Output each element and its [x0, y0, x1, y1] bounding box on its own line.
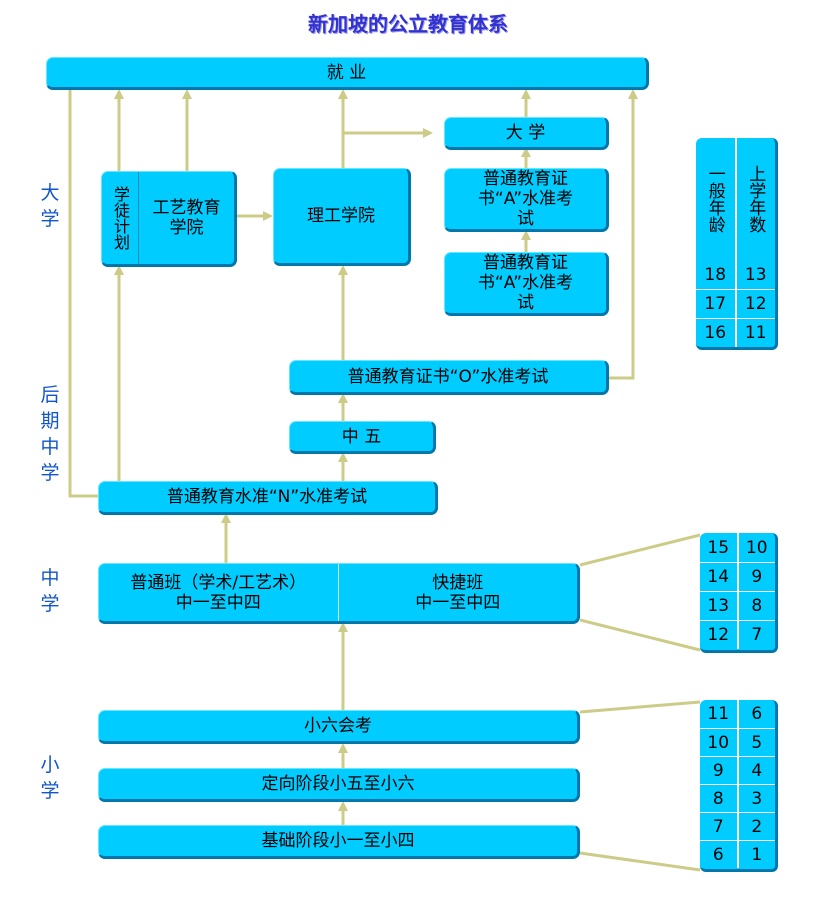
age-cell: 15 [707, 537, 730, 558]
o-level-box: 普通教育证书“O”水准考试 [289, 360, 609, 395]
title-text: 新加坡的公立教育体系 [308, 12, 508, 36]
secondary-divider [337, 564, 339, 621]
age-cell: 11 [707, 704, 730, 724]
psle-box: 小六会考 [98, 710, 580, 744]
orientation-label: 定向阶段小五至小六 [261, 774, 415, 794]
ite-cell: 工艺教育学院 [139, 172, 234, 264]
fan-primary-top [579, 700, 701, 714]
age-cell: 12 [707, 625, 730, 645]
normal-stream-sub: 中一至中四 [175, 592, 261, 613]
years-cell: 8 [736, 592, 776, 620]
a-level-label-1: 普通教育证书“A”水准考试 [477, 169, 574, 229]
express-stream-cell: 快捷班 中一至中四 [339, 564, 578, 621]
fan-secondary-bottom [579, 618, 701, 652]
foundation-label: 基础阶段小一至小四 [261, 831, 415, 851]
years-cell: 4 [736, 757, 776, 784]
age-cell: 17 [704, 294, 727, 314]
age-row: 14 9 [700, 562, 775, 591]
age-cell: 14 [707, 567, 730, 587]
years-cell: 10 [736, 533, 776, 562]
foundation-box: 基础阶段小一至小四 [98, 825, 580, 859]
secondary-box: 普通班（学术/工艺术） 中一至中四 快捷班 中一至中四 [98, 563, 580, 624]
line-nlevel-to-employment [68, 88, 100, 498]
age-cell: 16 [704, 323, 727, 343]
age-row: 11 6 [700, 700, 775, 728]
age-cell: 13 [707, 596, 730, 616]
employment-label: 就 业 [326, 62, 367, 83]
apprenticeship-label: 学徒计划 [111, 186, 130, 250]
years-cell: 9 [736, 563, 776, 591]
express-stream-label: 快捷班 [432, 572, 484, 593]
employment-box: 就 业 [46, 57, 649, 90]
o-level-label: 普通教育证书“O”水准考试 [347, 366, 549, 387]
normal-stream-label: 普通班（学术/工艺术） [130, 572, 307, 593]
a-level-box-2: 普通教育证书“A”水准考试 [444, 252, 609, 316]
age-row: 10 5 [700, 728, 775, 756]
years-cell: 1 [736, 841, 776, 868]
age-cell: 8 [712, 788, 724, 809]
age-row: 13 8 [700, 591, 775, 620]
fan-secondary-top [579, 533, 701, 567]
age-cell: 9 [712, 760, 724, 781]
university-label: 大 学 [505, 122, 546, 143]
psle-label: 小六会考 [304, 716, 372, 736]
sec5-box: 中 五 [289, 421, 436, 454]
sec5-label: 中 五 [341, 426, 382, 447]
express-stream-sub: 中一至中四 [415, 592, 501, 613]
age-cell: 18 [704, 264, 727, 285]
years-cell: 12 [734, 290, 776, 318]
a-level-box-1: 普通教育证书“A”水准考试 [444, 168, 609, 232]
years-cell: 5 [736, 729, 776, 756]
polytechnic-box: 理工学院 [273, 168, 411, 266]
years-cell: 6 [736, 700, 776, 728]
age-cell: 10 [707, 732, 730, 753]
n-level-label: 普通教育水准“N”水准考试 [166, 487, 368, 507]
normal-stream-cell: 普通班（学术/工艺术） 中一至中四 [99, 564, 338, 621]
n-level-box: 普通教育水准“N”水准考试 [98, 481, 438, 515]
ite-label: 工艺教育学院 [152, 198, 221, 238]
apprenticeship-divider [138, 172, 139, 264]
arrow-olevel-employment [608, 89, 638, 380]
polytechnic-label: 理工学院 [307, 206, 375, 226]
a-level-label-2: 普通教育证书“A”水准考试 [477, 253, 574, 313]
page-title: 新加坡的公立教育体系 [0, 8, 836, 37]
apprenticeship-ite-box: 学徒计划 工艺教育学院 [101, 171, 237, 267]
age-row: 12 7 [700, 620, 775, 649]
years-cell: 7 [736, 621, 776, 649]
stage-label-secondary: 中学 [40, 567, 60, 615]
stage-label-primary: 小学 [40, 754, 60, 802]
orientation-box: 定向阶段小五至小六 [98, 768, 580, 802]
university-box: 大 学 [444, 117, 609, 150]
stage-label-post-secondary: 后期中学 [40, 384, 60, 484]
years-cell: 2 [736, 813, 776, 840]
age-header: 一般年龄 [704, 165, 725, 233]
age-cell: 7 [712, 816, 724, 837]
years-header: 上学年数 [734, 138, 776, 260]
years-cell: 3 [736, 785, 776, 812]
fan-primary-bottom [579, 851, 701, 872]
years-cell: 13 [734, 260, 776, 289]
years-cell: 11 [734, 319, 776, 347]
stage-label-university: 大学 [40, 182, 60, 230]
age-table-header: 一般年龄 上学年数 [696, 138, 775, 260]
age-cell: 6 [712, 844, 724, 865]
